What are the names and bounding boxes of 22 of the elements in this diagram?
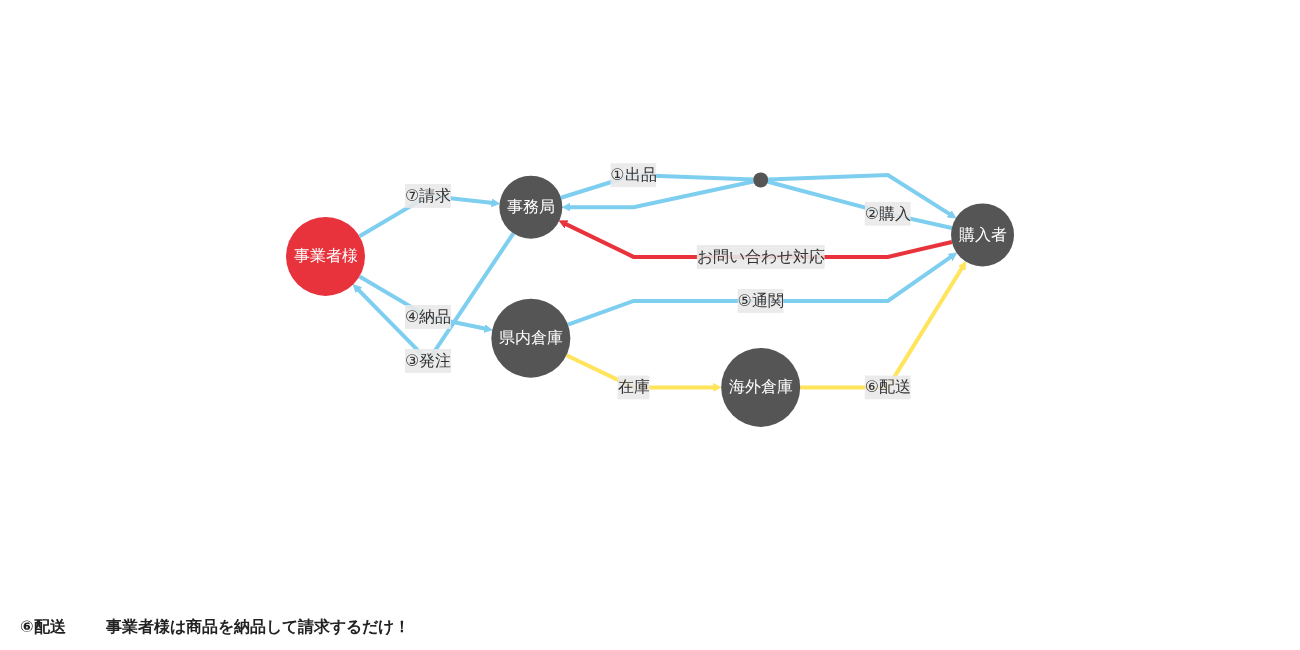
arrow: [561, 179, 754, 212]
edge-label: ⑦請求: [404, 185, 452, 205]
edge-label: 在庫: [617, 377, 650, 397]
edge-label: ②購入: [864, 203, 912, 223]
edge-label: ⑥配送: [864, 377, 912, 397]
note-text: 事業者様は商品を納品して請求するだけ！: [105, 617, 410, 638]
node-circle: 県内倉庫: [491, 298, 571, 378]
node-circle: 事業者様: [286, 216, 365, 296]
arrow: [358, 274, 493, 333]
edge-label: お問い合わせ対応: [696, 246, 825, 266]
node-circle: [753, 172, 769, 188]
arrow: [768, 173, 957, 219]
connector: [767, 179, 953, 230]
node-circle: 海外倉庫: [721, 347, 801, 427]
node-circle: 購入者: [951, 203, 1014, 267]
edge-label: ③発注: [404, 350, 452, 370]
edge-label: ⑤通関: [737, 290, 784, 310]
note-text: ⑥配送: [20, 617, 66, 638]
node-circle: 事務局: [499, 175, 563, 239]
edge-label: ①出品: [610, 165, 657, 185]
edge-label: ④納品: [404, 306, 452, 326]
arrow: [567, 252, 958, 327]
